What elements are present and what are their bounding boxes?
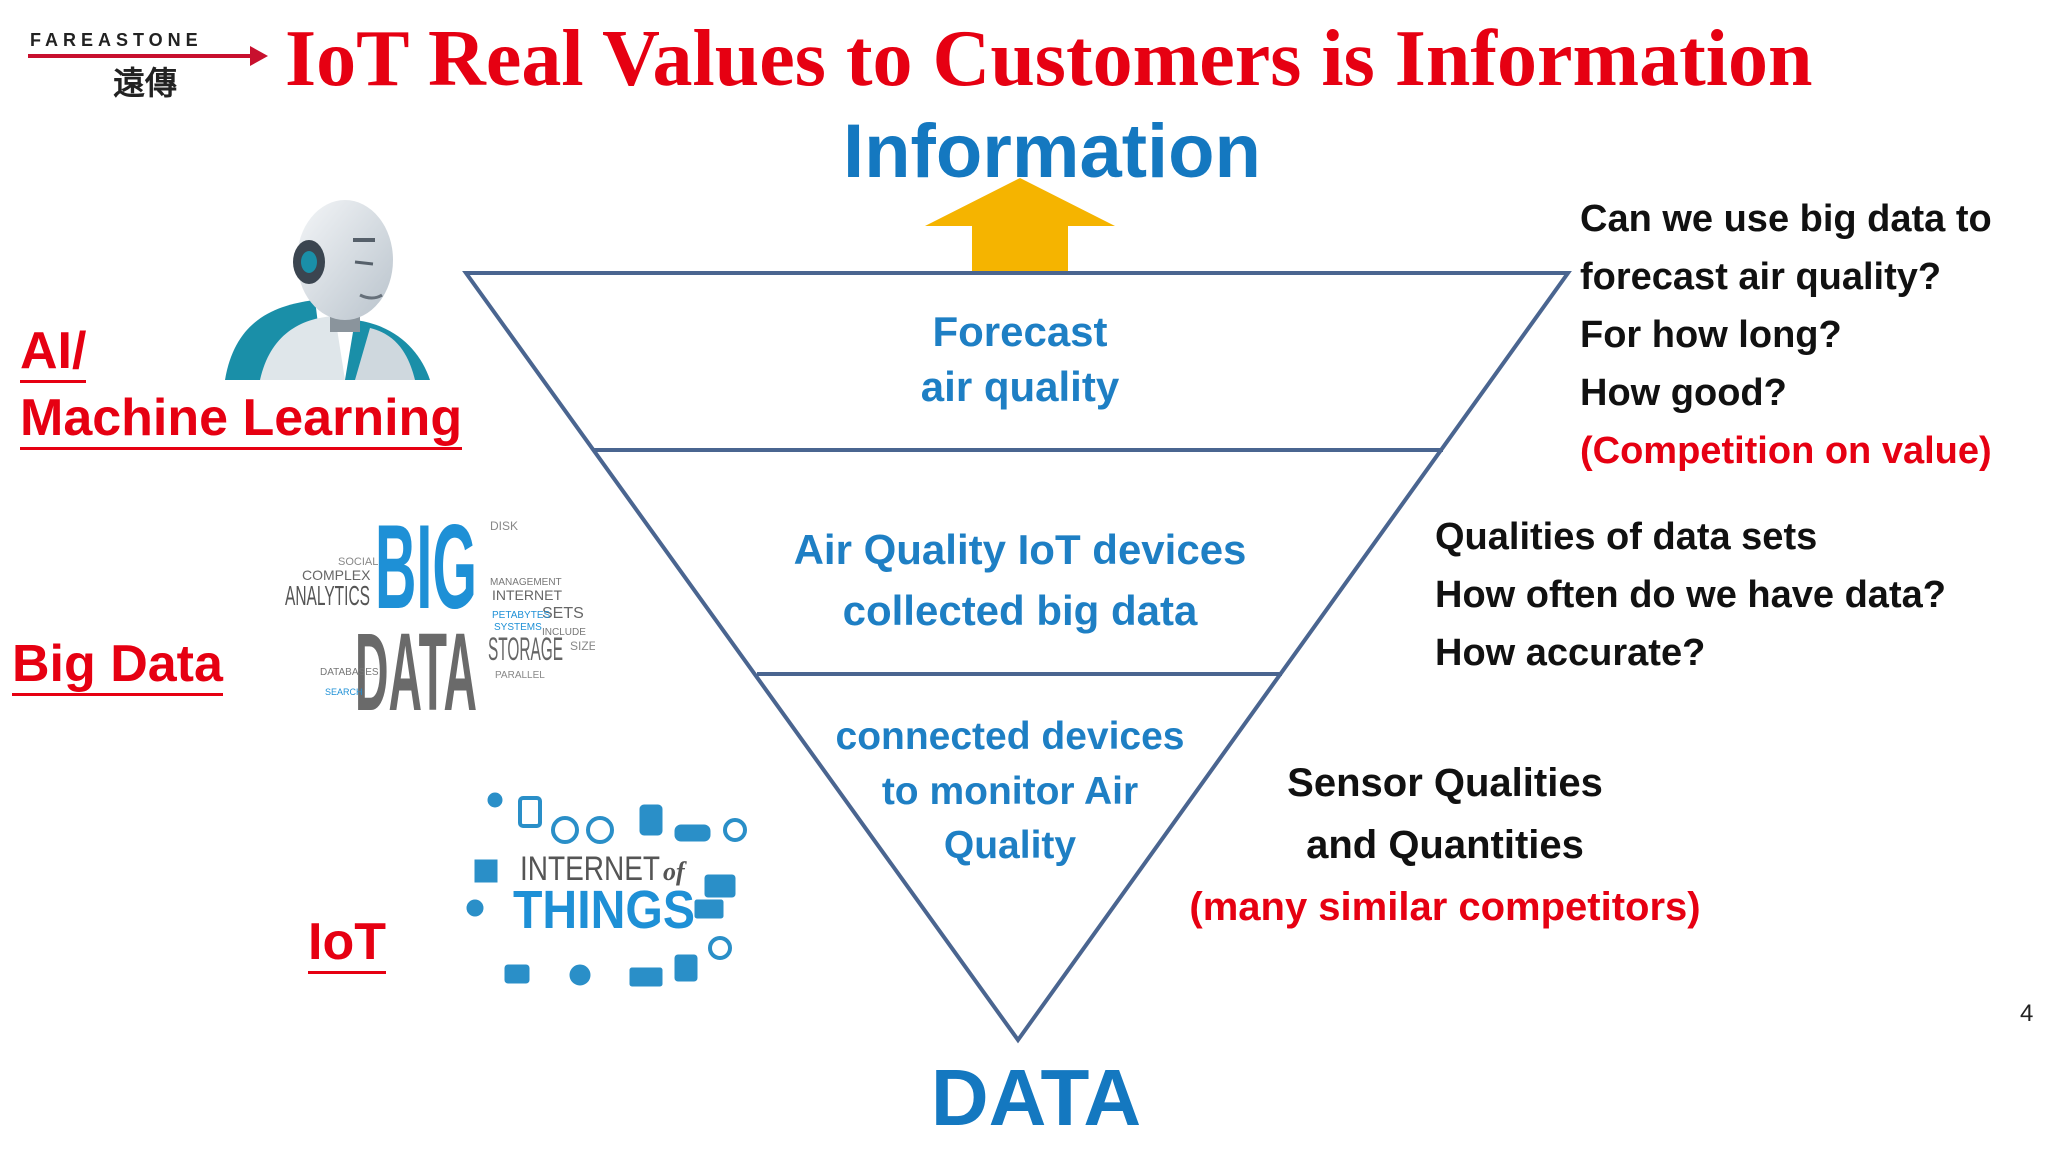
data-quality-questions: Qualities of data sets How often do we h… bbox=[1435, 516, 1946, 674]
slide-title: IoT Real Values to Customers is Informat… bbox=[285, 15, 1813, 103]
data-label: DATA bbox=[930, 1053, 1142, 1142]
big-data-word-cloud: BIG DATA ANALYTICS COMPLEX STORAGE INTER… bbox=[285, 500, 595, 720]
information-label: Information bbox=[843, 109, 1261, 194]
cloud-word-systems: SYSTEMS bbox=[494, 622, 542, 633]
cloud-word-storage: STORAGE bbox=[488, 631, 563, 667]
internet-of-things-image: INTERNET of THINGS bbox=[466, 792, 747, 987]
forecast-questions: Can we use big data to forecast air qual… bbox=[1580, 190, 1992, 480]
cloud-word-search: SEARCH bbox=[325, 687, 363, 697]
page-number: 4 bbox=[2020, 1000, 2034, 1027]
cloud-word-internet: INTERNET bbox=[492, 587, 562, 603]
competition-on-value-note: (Competition on value) bbox=[1580, 430, 1992, 472]
cloud-word-size: SIZE bbox=[570, 639, 595, 653]
iot-word-of: of bbox=[663, 857, 687, 886]
cloud-word-databases: DATABASES bbox=[320, 667, 379, 678]
similar-competitors-note: (many similar competitors) bbox=[1189, 885, 1701, 929]
cloud-word-management: MANAGEMENT bbox=[490, 577, 562, 588]
iot-icon-speaker bbox=[674, 954, 698, 982]
robot-image bbox=[225, 200, 430, 380]
iot-icon-key bbox=[487, 792, 503, 808]
logo-cjk-text: 遠傳 bbox=[113, 64, 178, 102]
iot-icon-phone bbox=[518, 796, 542, 828]
iot-icon-microwave bbox=[704, 874, 736, 898]
iot-icon-truck bbox=[629, 967, 663, 987]
cloud-word-analytics: ANALYTICS bbox=[285, 580, 370, 611]
big-data-label: Big Data bbox=[12, 634, 223, 697]
iot-icon-bulb bbox=[569, 964, 591, 986]
cloud-word-social: SOCIAL bbox=[338, 556, 378, 568]
iot-icon-bottle bbox=[639, 804, 663, 836]
iot-icon-car bbox=[674, 824, 711, 842]
tier-big-data-text: Air Quality IoT devices collected big da… bbox=[793, 526, 1247, 634]
iot-icon-washer bbox=[694, 899, 724, 919]
iot-icon-clock bbox=[708, 936, 732, 960]
logo-red-line bbox=[28, 54, 253, 58]
pyramid-outline bbox=[462, 271, 1572, 1044]
logo-arrow-icon bbox=[250, 46, 268, 66]
iot-icon-train bbox=[474, 859, 498, 883]
fareastone-logo: FAREASTONE 遠傳 bbox=[28, 30, 268, 102]
tier-forecast-text: Forecast air quality bbox=[920, 308, 1120, 410]
sensor-qualities-text: Sensor Qualities and Quantities (many si… bbox=[1160, 752, 1730, 938]
iot-label: IoT bbox=[308, 912, 386, 975]
cloud-word-include: INCLUDE bbox=[542, 627, 586, 638]
tier-iot-text: connected devices to monitor Air Quality bbox=[835, 715, 1185, 868]
iot-icon-bicycle bbox=[551, 816, 579, 844]
cloud-word-complex: COMPLEX bbox=[302, 567, 371, 583]
iot-word-internet: INTERNET bbox=[520, 850, 660, 888]
cloud-word-sets: SETS bbox=[542, 605, 584, 622]
logo-brand-text: FAREASTONE bbox=[30, 30, 203, 50]
cloud-word-disk: DISK bbox=[490, 519, 518, 533]
up-arrow-icon bbox=[925, 178, 1115, 274]
cloud-word-big: BIG bbox=[375, 500, 477, 634]
cloud-word-parallel: PARALLEL bbox=[495, 670, 545, 681]
iot-word-things: THINGS bbox=[513, 880, 695, 940]
iot-icon-gear bbox=[466, 899, 484, 917]
cloud-word-data: DATA bbox=[355, 611, 477, 720]
iot-icon-tv bbox=[504, 964, 530, 984]
ai-machine-learning-label: AI/ Machine Learning bbox=[20, 318, 463, 451]
iot-icon-fan bbox=[723, 818, 747, 842]
cloud-word-petabytes: PETABYTES bbox=[492, 610, 550, 621]
